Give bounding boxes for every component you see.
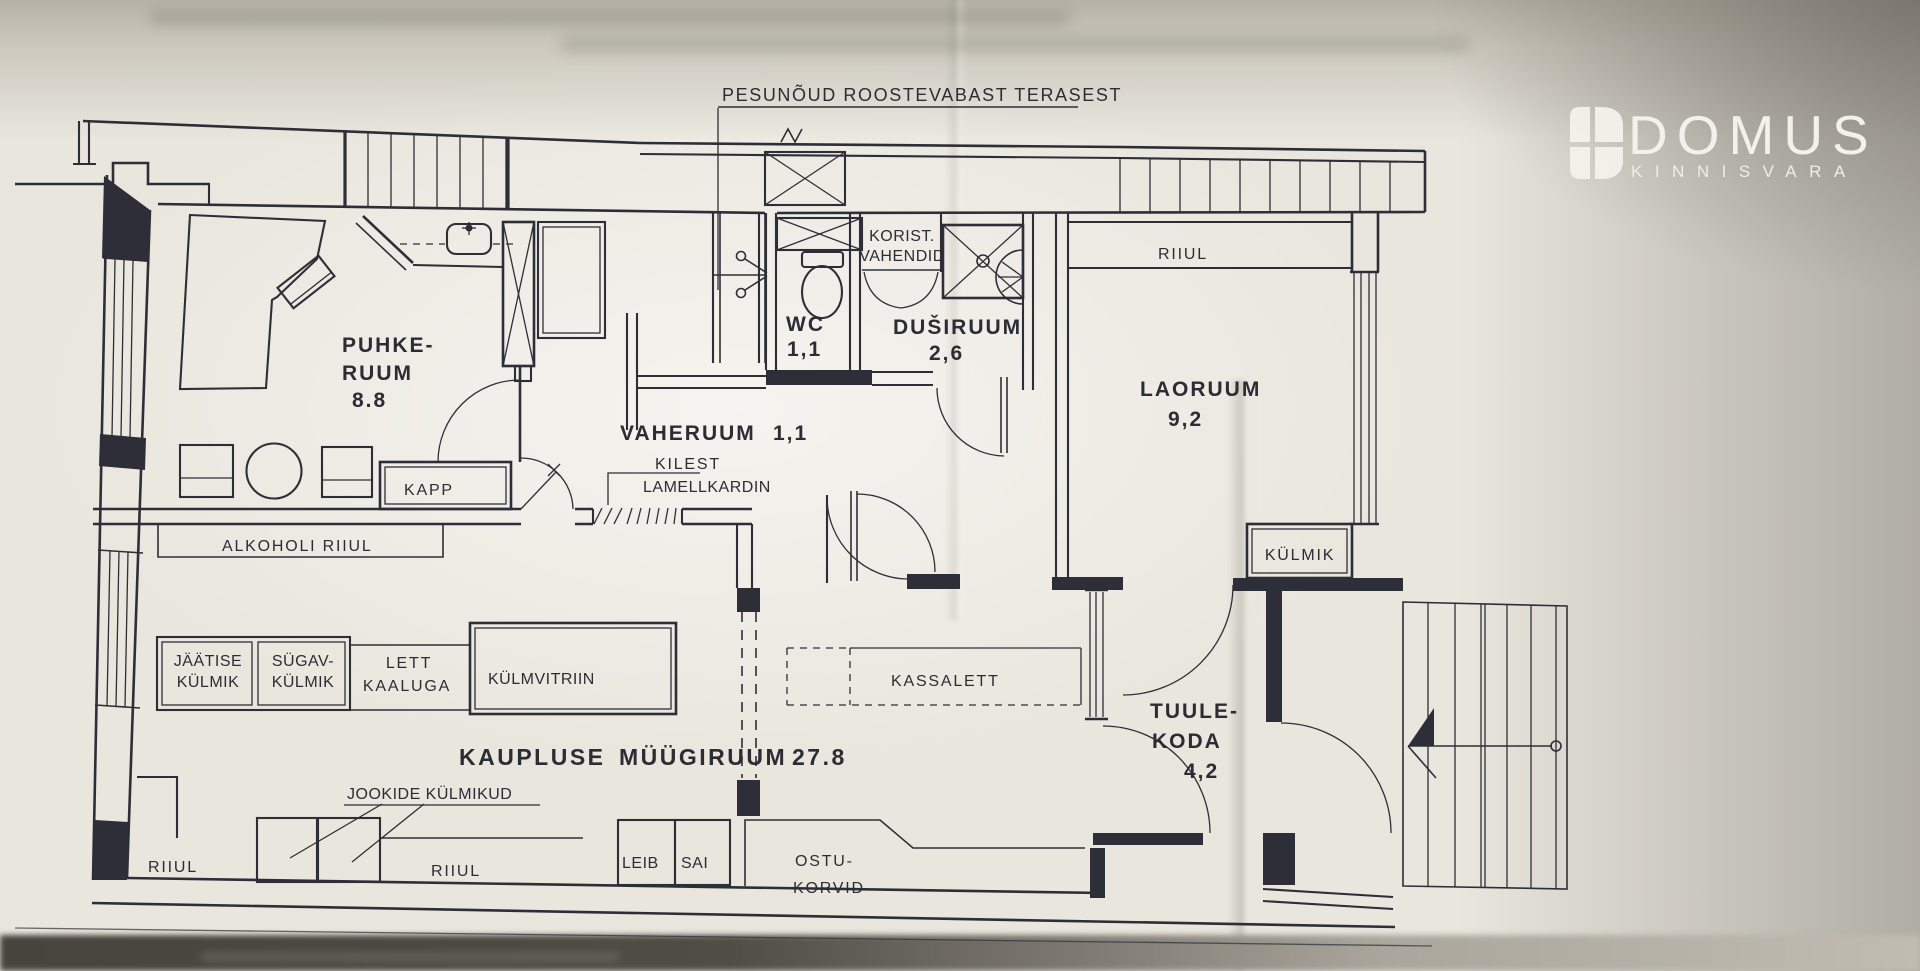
room-area-laoruum: 9,2 [1168, 408, 1203, 431]
bleedthrough-text-smudge [150, 10, 1070, 25]
label-ostukorvid: KORVID [793, 880, 865, 897]
domus-logo: DOMUS KINNISVARA [1570, 104, 1878, 181]
window-tuulekoda [1085, 588, 1108, 721]
room-label-myygiruum: MÜÜGIRUUM [619, 744, 787, 770]
label-alkoholi-riiul: ALKOHOLI RIIUL [222, 538, 373, 555]
window-puhkeruum [99, 257, 148, 440]
alcohol-shelf [157, 524, 444, 558]
curtain-bracket [607, 472, 700, 505]
label-jaatise-kylmik: JÄÄTISE [174, 652, 242, 670]
label-jookide-kylmikud: JOOKIDE KÜLMIKUD [347, 785, 512, 803]
bleedthrough-text-smudge [560, 36, 1470, 53]
shower-tray [941, 223, 1025, 300]
room-label-wc: WC [786, 313, 825, 336]
washbasin-niche [711, 213, 768, 363]
top-wall-hatching-left [344, 131, 507, 209]
label-korist: VAHENDID [859, 248, 945, 265]
room-label-dusiruum: DUŠIRUUM [893, 315, 1022, 339]
room-label-puhkeruum: RUUM [342, 362, 413, 385]
sink [400, 222, 516, 256]
label-sygav-kylmik: SÜGAV- [272, 652, 334, 670]
room-area-myygiruum: 27.8 [792, 744, 847, 770]
cold-display [468, 621, 678, 716]
label-lamellkardin: LAMELLKARDIN [643, 479, 771, 496]
doors [437, 366, 1392, 834]
paper-crease-left [946, 0, 968, 620]
room-label-vaheruum: VAHERUUM [620, 422, 756, 445]
bottom-faint-marks [200, 952, 620, 962]
desk [178, 213, 327, 391]
room-label-puhkeruum: PUHKE- [342, 334, 435, 357]
room-label-tuulekoda: KODA [1152, 730, 1222, 753]
drink-fridge [316, 816, 382, 884]
window-shop-left [94, 549, 144, 709]
room-label-laoruum: LAORUUM [1140, 378, 1261, 401]
label-kylmik: KÜLMIK [1265, 546, 1335, 564]
cabinet [536, 220, 607, 340]
basket-area [744, 819, 1085, 886]
label-leib: LEIB [622, 855, 659, 872]
label-riiul-mid: RIIUL [431, 863, 481, 880]
room-area-wc: 1,1 [787, 338, 822, 361]
label-riiul-left: RIIUL [148, 859, 198, 876]
vent-mark [780, 127, 803, 144]
label-kylmvitriin: KÜLMVITRIIN [488, 670, 595, 688]
photo-bottom-edge [0, 935, 1920, 971]
annotation-title: PESUNÕUD ROOSTEVABAST TERASEST [722, 84, 1122, 105]
logo-brand: DOMUS [1628, 104, 1878, 166]
stairs [1402, 601, 1568, 890]
bread-shelf [673, 818, 732, 887]
bread-shelf [616, 818, 677, 887]
room-label-tuulekoda: TUULE- [1150, 700, 1239, 723]
interior-walls [93, 212, 1403, 911]
label-lett-kaaluga: KAALUGA [363, 678, 451, 695]
logo-tagline: KINNISVARA [1631, 162, 1858, 181]
label-jaatise-kylmik: KÜLMIK [177, 673, 240, 691]
stairs-direction-arrow [1407, 708, 1562, 779]
room-label-myygiruum: KAUPLUSE [459, 744, 606, 770]
label-kassalett: KASSALETT [891, 673, 1000, 690]
fixtures [155, 106, 1354, 887]
curtain-hatch [593, 507, 677, 525]
label-ostukorvid: OSTU- [795, 853, 854, 870]
window-laoruum [1350, 212, 1380, 526]
room-area-dusiruum: 2,6 [929, 342, 964, 365]
room-area-vaheruum: 1,1 [773, 422, 808, 445]
label-lett-kaaluga: LETT [386, 655, 432, 672]
table-and-chairs [178, 442, 374, 500]
freezer-group [155, 635, 352, 712]
kapp-cabinet [378, 460, 513, 511]
label-sygav-kylmik: KÜLMIK [272, 673, 335, 691]
domus-window-icon [1570, 107, 1623, 179]
fridge-box [1245, 522, 1354, 580]
room-area-tuulekoda: 4,2 [1184, 760, 1219, 783]
drink-fridge [255, 816, 319, 884]
label-riiul-laoruum: RIIUL [1158, 246, 1208, 263]
outer-walls [14, 119, 1433, 947]
label-sai: SAI [681, 855, 708, 872]
label-korist: KORIST. [869, 228, 935, 245]
desk-chair [276, 254, 336, 310]
label-kapp: KAPP [404, 482, 454, 499]
top-wall-hatching-right [1119, 158, 1391, 212]
labels: PESUNÕUD ROOSTEVABAST TERASEST PUHKE- RU… [148, 84, 1335, 897]
label-kilest: KILEST [655, 456, 721, 473]
paper-crease-right [1228, 380, 1258, 971]
checkout-counter [786, 647, 1082, 706]
room-area-puhkeruum: 8.8 [352, 389, 387, 412]
toilet [775, 216, 864, 320]
corner-basin [995, 249, 1024, 305]
